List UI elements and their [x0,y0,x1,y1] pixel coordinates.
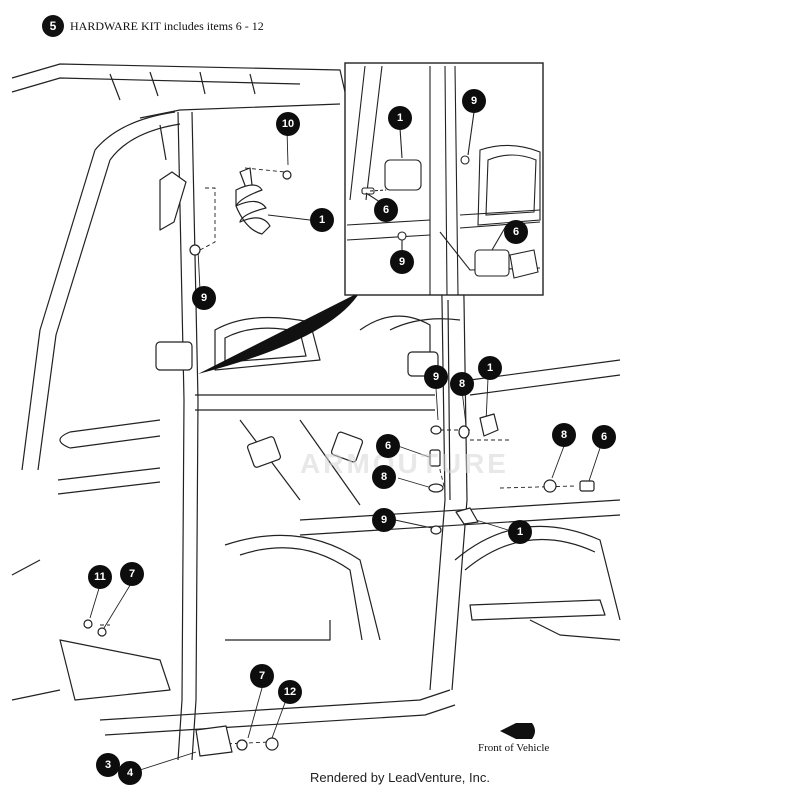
hardware-kit-badge: 5 [42,15,64,37]
callout-8-right[interactable]: 8 [552,423,576,447]
render-credit: Rendered by LeadVenture, Inc. [310,770,490,785]
callout-9-left[interactable]: 9 [192,286,216,310]
callout-12[interactable]: 12 [278,680,302,704]
callout-9-inset-bottom[interactable]: 9 [390,250,414,274]
callout-6-center[interactable]: 6 [376,434,400,458]
callout-6-right[interactable]: 6 [592,425,616,449]
callout-9-inset-top[interactable]: 9 [462,89,486,113]
callout-4[interactable]: 4 [118,761,142,785]
callout-9-mid[interactable]: 9 [424,365,448,389]
callout-7-left[interactable]: 7 [120,562,144,586]
callout-11[interactable]: 11 [88,565,112,589]
detail-inset [344,62,544,296]
front-arrow-icon [500,723,535,739]
callout-6-inset-left[interactable]: 6 [374,198,398,222]
callout-3[interactable]: 3 [96,753,120,777]
watermark: ARMOUTURE [300,448,509,479]
hardware-kit-text: HARDWARE KIT includes items 6 - 12 [70,18,264,33]
callout-1-low[interactable]: 1 [508,520,532,544]
callout-10-top[interactable]: 10 [276,112,300,136]
front-of-vehicle-label: Front of Vehicle [478,742,550,754]
callout-6-inset-right[interactable]: 6 [504,220,528,244]
callout-8-mid[interactable]: 8 [450,372,474,396]
callout-1-mid[interactable]: 1 [478,356,502,380]
callout-7-bottom[interactable]: 7 [250,664,274,688]
callout-1-inset[interactable]: 1 [388,106,412,130]
callout-1-top[interactable]: 1 [310,208,334,232]
inset-pointer-wedge [198,292,360,374]
callout-9-low[interactable]: 9 [372,508,396,532]
hardware-kit-header: 5 HARDWARE KIT includes items 6 - 12 [42,15,264,37]
callout-8-center[interactable]: 8 [372,465,396,489]
